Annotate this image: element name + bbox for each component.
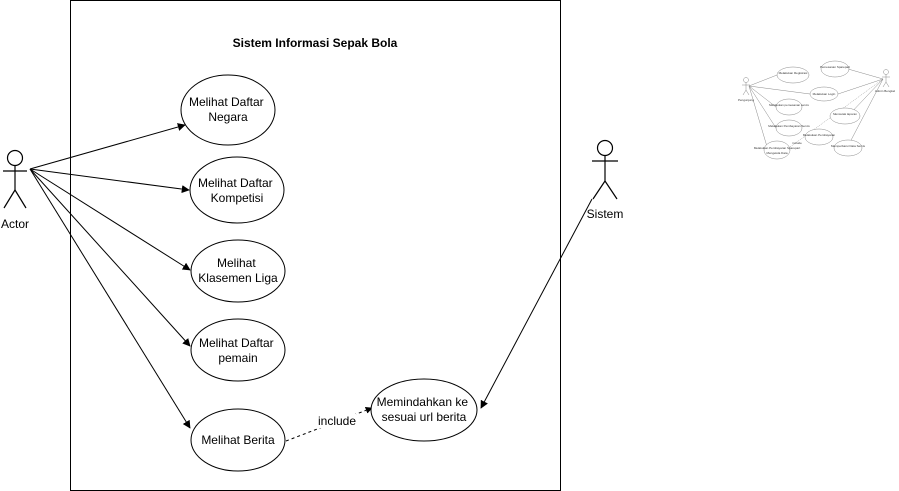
actor-right-label: Sistem (587, 207, 624, 221)
svg-text:Pemesanan Sparepart: Pemesanan Sparepart (820, 65, 850, 69)
use-case-melihat-daftar-kompetisi[interactable]: Melihat Daftar Kompetisi (189, 156, 285, 224)
thumb-actor-left (742, 77, 750, 96)
include-label: include (318, 414, 356, 428)
svg-text:Memperbarui Data Servis: Memperbarui Data Servis (831, 144, 866, 148)
uc1-line1: Melihat Daftar (189, 95, 264, 109)
actor-left[interactable]: Actor (1, 149, 29, 232)
svg-text:Memindahkan ke sesuai ur: Memindahkan ke sesuai url berita (377, 395, 472, 424)
svg-text:Mencetak laporan: Mencetak laporan (833, 112, 857, 116)
uc4-line1: Melihat Daftar (199, 336, 274, 350)
svg-text:Melakukan Registrasi: Melakukan Registrasi (779, 71, 808, 75)
association-actor-uc5 (29, 168, 191, 429)
association-actor-uc4 (29, 168, 191, 347)
svg-text:Mengelola Data: Mengelola Data (766, 151, 787, 155)
actor-left-label: Actor (1, 217, 29, 231)
thumb-actor-left-label: Pengunjung (738, 98, 754, 102)
svg-text:Melakukan Pembayaran: Melakukan Pembayaran (803, 133, 836, 137)
uc6-line2: sesuai url berita (382, 410, 467, 424)
svg-text:Melakukan Pembayaran Servis: Melakukan Pembayaran Servis (768, 124, 810, 128)
use-case-melihat-daftar-pemain[interactable]: Melihat Daftar pemain (190, 318, 286, 382)
use-case-melihat-daftar-negara[interactable]: Melihat Daftar Negara (180, 74, 276, 146)
svg-text:include: include (792, 141, 802, 145)
uc4-line2: pemain (218, 351, 257, 365)
svg-text:Melihat Klasemen Liga: Melihat Klasemen Liga (198, 256, 278, 285)
uc1-line2: Negara (208, 110, 248, 124)
svg-text:Melihat Berita: Melihat Berita (201, 433, 275, 447)
svg-text:Melakukan pemesanan servis: Melakukan pemesanan servis (769, 103, 809, 107)
uc2-line1: Melihat Daftar (198, 176, 273, 190)
svg-text:Melihat Daftar Kompetisi: Melihat Daftar Kompetisi (198, 176, 276, 205)
thumbnail-text: Melakukan Registrasi Pemesanan Sparepart… (754, 65, 866, 155)
svg-text:Melakukan Pembayaran Sparepart: Melakukan Pembayaran Sparepart (754, 146, 801, 150)
use-case-memindahkan-url-berita[interactable]: Memindahkan ke sesuai url berita (370, 378, 478, 442)
svg-text:Melakukan Login: Melakukan Login (813, 92, 836, 96)
actor-left-head-icon (6, 149, 24, 167)
uc5-line1: Melihat Berita (201, 433, 275, 447)
thumbnail-diagram[interactable]: Pengunjung Admin Bengkel (738, 60, 896, 160)
association-actor-uc2 (29, 168, 190, 194)
uc2-line2: Kompetisi (211, 191, 264, 205)
actor-right[interactable]: Sistem (587, 139, 624, 222)
uc3-line1: Melihat (217, 256, 256, 270)
svg-text:Melihat Daftar Negara: Melihat Daftar Negara (189, 95, 267, 124)
association-actor-uc1 (29, 123, 186, 170)
system-boundary (70, 0, 561, 491)
thumb-actor-right (882, 69, 890, 88)
uc6-line1: Memindahkan ke (377, 395, 469, 409)
association-sistem-uc6 (480, 198, 593, 409)
use-case-melihat-klasemen-liga[interactable]: Melihat Klasemen Liga (190, 239, 286, 303)
association-actor-uc3 (29, 168, 191, 271)
system-title: Sistem Informasi Sepak Bola (233, 36, 398, 50)
actor-right-head-icon (596, 139, 614, 157)
svg-text:Melihat Daftar pemain: Melihat Daftar pemain (199, 336, 277, 365)
uc3-line2: Klasemen Liga (198, 271, 278, 285)
use-case-melihat-berita[interactable]: Melihat Berita (190, 408, 286, 472)
thumb-actor-right-label: Admin Bengkel (875, 89, 896, 93)
